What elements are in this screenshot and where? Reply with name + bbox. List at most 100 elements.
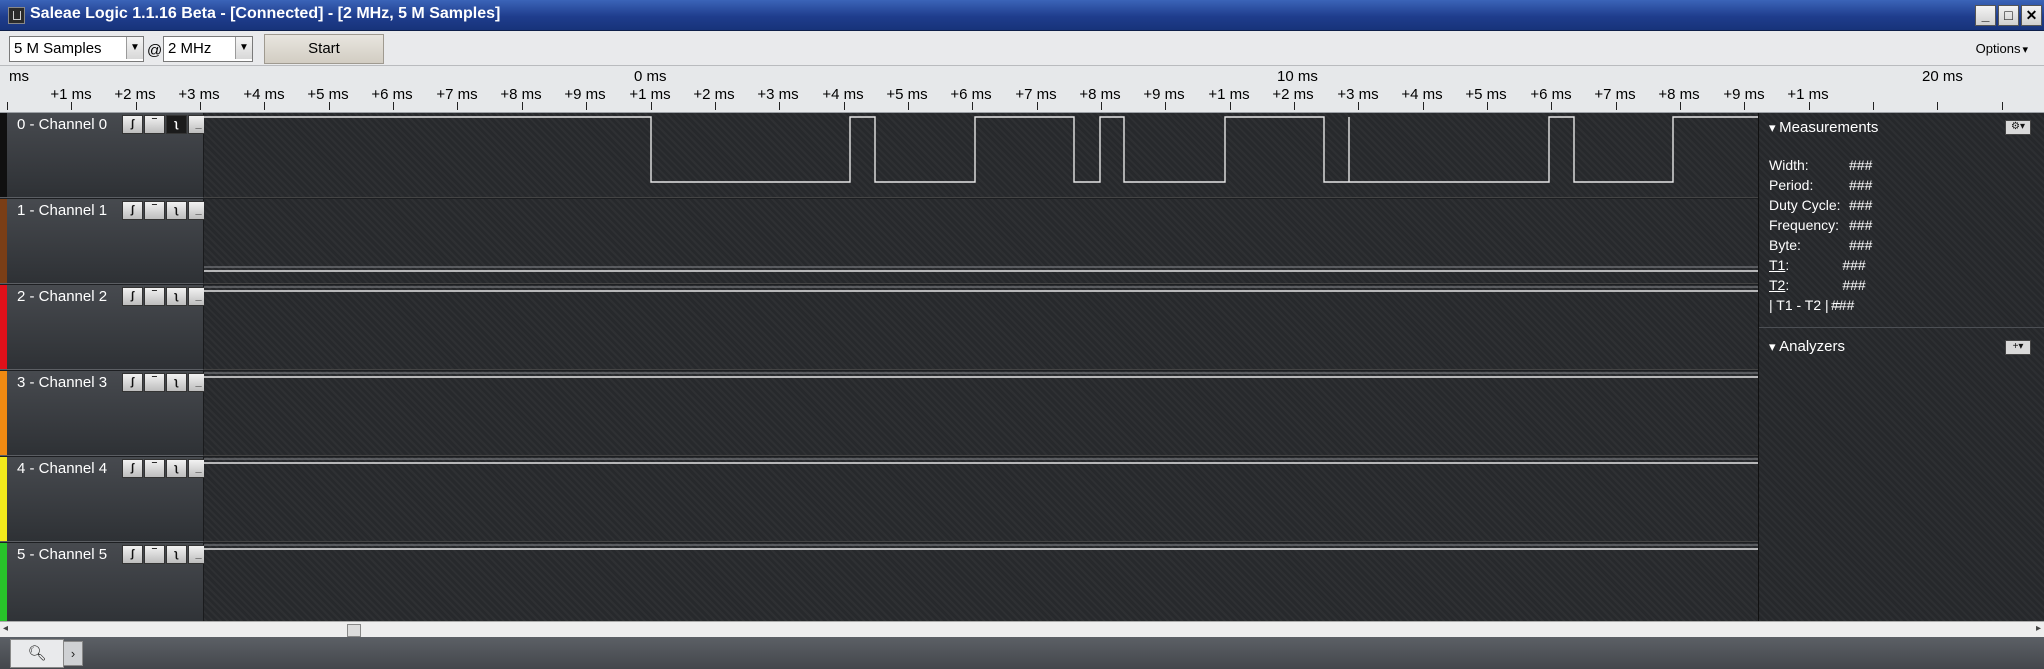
- ruler-tick: [71, 102, 72, 110]
- samples-value: 5 M Samples: [14, 40, 102, 57]
- measurement-label[interactable]: T1: [1769, 257, 1786, 273]
- minimize-button[interactable]: _: [1975, 5, 1996, 26]
- channel-waveform[interactable]: [204, 543, 1758, 628]
- options-button[interactable]: Options: [1976, 41, 2028, 56]
- channel-label-panel[interactable]: 2 - Channel 2 ʃ‾ʅ_: [0, 285, 209, 370]
- start-button[interactable]: Start: [264, 34, 384, 64]
- measurement-row: Frequency:###: [1769, 217, 1872, 233]
- at-label: @: [147, 42, 163, 59]
- measurement-label[interactable]: T2: [1769, 277, 1786, 293]
- ruler-tick-label: +6 ms: [950, 86, 992, 103]
- title-bar: Saleae Logic 1.1.16 Beta - [Connected] -…: [0, 0, 2044, 31]
- channel-name[interactable]: 2 - Channel 2: [17, 288, 108, 305]
- expand-tab-icon[interactable]: ›: [63, 641, 83, 666]
- falling-edge-icon[interactable]: ʅ: [166, 459, 187, 478]
- measurement-value: ###: [1849, 157, 1873, 173]
- channel-waveform[interactable]: [204, 199, 1758, 284]
- trigger-buttons: ʃ‾ʅ_: [122, 287, 209, 306]
- maximize-button[interactable]: □: [1998, 5, 2019, 26]
- channel-name[interactable]: 3 - Channel 3: [17, 374, 108, 391]
- scrollbar-thumb[interactable]: [347, 624, 361, 637]
- measurements-header[interactable]: Measurements: [1769, 119, 1878, 136]
- channel-name[interactable]: 1 - Channel 1: [17, 202, 108, 219]
- trigger-buttons: ʃ‾ʅ_: [122, 115, 209, 134]
- close-button[interactable]: ✕: [2021, 5, 2042, 26]
- high-level-icon[interactable]: ‾: [144, 115, 165, 134]
- ruler-tick-label: +8 ms: [1658, 86, 1700, 103]
- ruler-major-label: 10 ms: [1277, 68, 1318, 85]
- channel-name[interactable]: 4 - Channel 4: [17, 460, 108, 477]
- falling-edge-icon[interactable]: ʅ: [166, 545, 187, 564]
- ruler-tick-label: +9 ms: [1143, 86, 1185, 103]
- analyzers-header[interactable]: Analyzers: [1769, 338, 1845, 355]
- window-title: Saleae Logic 1.1.16 Beta - [Connected] -…: [30, 5, 501, 22]
- ruler-tick: [2002, 102, 2003, 110]
- channel-waveform[interactable]: [204, 113, 1758, 198]
- ruler-tick: [1680, 102, 1681, 110]
- ruler-tick-label: +4 ms: [1401, 86, 1443, 103]
- app-icon: [8, 7, 25, 24]
- rising-edge-icon[interactable]: ʃ: [122, 373, 143, 392]
- falling-edge-icon[interactable]: ʅ: [166, 373, 187, 392]
- add-analyzer-icon[interactable]: +▾: [2005, 340, 2031, 355]
- falling-edge-icon[interactable]: ʅ: [166, 201, 187, 220]
- ruler-tick-label: +6 ms: [371, 86, 413, 103]
- channel-waveform[interactable]: [204, 285, 1758, 370]
- channel-label-panel[interactable]: 0 - Channel 0 ʃ‾ʅ_: [0, 113, 209, 198]
- scroll-left-icon[interactable]: ◂: [3, 623, 9, 634]
- channel-label-panel[interactable]: 1 - Channel 1 ʃ‾ʅ_: [0, 199, 209, 284]
- rising-edge-icon[interactable]: ʃ: [122, 287, 143, 306]
- ruler-tick: [457, 102, 458, 110]
- scroll-right-icon[interactable]: ▸: [2035, 623, 2041, 634]
- ruler-major-label: 0 ms: [634, 68, 667, 85]
- channel-color-strip: [0, 113, 7, 197]
- samples-select[interactable]: 5 M Samples ▼: [9, 36, 144, 62]
- ruler-tick-label: +8 ms: [1079, 86, 1121, 103]
- ruler-tick: [715, 102, 716, 110]
- high-level-icon[interactable]: ‾: [144, 459, 165, 478]
- rising-edge-icon[interactable]: ʃ: [122, 545, 143, 564]
- search-icon[interactable]: 🔍︎: [10, 639, 64, 668]
- rising-edge-icon[interactable]: ʃ: [122, 459, 143, 478]
- trigger-buttons: ʃ‾ʅ_: [122, 201, 209, 220]
- channel-name[interactable]: 0 - Channel 0: [17, 116, 108, 133]
- channel-waveform[interactable]: [204, 457, 1758, 542]
- horizontal-scrollbar[interactable]: ◂ ▸: [0, 621, 2044, 637]
- ruler-tick: [1037, 102, 1038, 110]
- ruler-tick-label: +3 ms: [1337, 86, 1379, 103]
- high-level-icon[interactable]: ‾: [144, 545, 165, 564]
- ruler-tick: [1230, 102, 1231, 110]
- channel-waveform[interactable]: [204, 371, 1758, 456]
- trigger-buttons: ʃ‾ʅ_: [122, 459, 209, 478]
- rate-select[interactable]: 2 MHz ▼: [163, 36, 253, 62]
- measurement-row: T2:###: [1769, 277, 1866, 293]
- high-level-icon[interactable]: ‾: [144, 287, 165, 306]
- falling-edge-icon[interactable]: ʅ: [166, 287, 187, 306]
- ruler-tick-label: +1 ms: [50, 86, 92, 103]
- rate-value: 2 MHz: [168, 40, 212, 57]
- measurement-label: Byte:: [1769, 237, 1801, 253]
- ruler-tick-label: +7 ms: [1594, 86, 1636, 103]
- ruler-tick: [1165, 102, 1166, 110]
- ruler-tick-label: +5 ms: [307, 86, 349, 103]
- channel-label-panel[interactable]: 4 - Channel 4 ʃ‾ʅ_: [0, 457, 209, 542]
- high-level-icon[interactable]: ‾: [144, 373, 165, 392]
- falling-edge-icon[interactable]: ʅ: [166, 115, 187, 134]
- ruler-tick-label: +7 ms: [436, 86, 478, 103]
- channel-name[interactable]: 5 - Channel 5: [17, 546, 108, 563]
- measurement-value: ###: [1842, 277, 1866, 293]
- time-ruler[interactable]: ms 0 ms 10 ms 20 ms +1 ms+2 ms+3 ms+4 ms…: [0, 66, 2044, 113]
- ruler-tick-label: +9 ms: [1723, 86, 1765, 103]
- rising-edge-icon[interactable]: ʃ: [122, 201, 143, 220]
- rising-edge-icon[interactable]: ʃ: [122, 115, 143, 134]
- high-level-icon[interactable]: ‾: [144, 201, 165, 220]
- ruler-tick: [972, 102, 973, 110]
- channel-color-strip: [0, 199, 7, 283]
- ruler-tick: [586, 102, 587, 110]
- ruler-tick: [651, 102, 652, 110]
- gear-icon[interactable]: ⚙▾: [2005, 120, 2031, 135]
